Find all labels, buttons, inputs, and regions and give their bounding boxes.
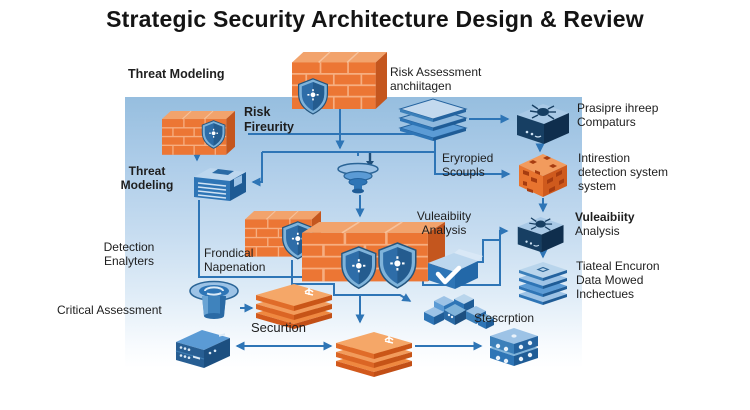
label-risk-assessment: Risk Assessment anchiitagen	[390, 65, 482, 93]
firewall-left-icon	[161, 110, 236, 156]
malware-bug-box-icon	[517, 216, 565, 253]
label-critical-assessment: Critical Assessment	[57, 303, 162, 317]
label-intrusion-detection: Intirestion detection system system	[578, 151, 669, 193]
printer-box-icon	[194, 168, 246, 201]
checkmark-box-icon	[428, 249, 483, 289]
page-title: Strategic Security Architecture Design &…	[106, 6, 644, 32]
label-vulnerability-analysis-mid: Vuleaibiity Analysis	[416, 209, 472, 237]
label-prasipre-ihreep: Prasipre ihreep Compaturs	[577, 101, 659, 129]
shield-icon	[340, 246, 377, 290]
server-box-icon	[175, 330, 230, 368]
label-vulnerability-title: Vuleaibiity	[575, 210, 635, 224]
label-stescrption: Stescrption	[474, 311, 535, 325]
label-frondical-napenation: Frondical Napenation	[204, 246, 266, 274]
label-threat-modeling-left: Threat Modeling	[120, 164, 174, 192]
label-tiateal-encuron: Tiateal Encuron Data Mowed Inchectues	[576, 259, 660, 301]
flat-layer-stack-icon	[398, 98, 468, 141]
layered-stack-icon	[519, 262, 567, 305]
label-threat-modeling-top: Threat Modeling	[128, 67, 225, 81]
label-vulnerability-sub: Analysis	[575, 223, 620, 238]
funnel-vortex-icon	[337, 153, 379, 194]
firewall-top-icon	[291, 51, 388, 115]
label-detection-enalyters: Detection Enalyters	[103, 240, 155, 268]
label-risk-fireurity: Risk Fireurity	[244, 105, 295, 134]
malware-bug-box-icon	[516, 103, 570, 145]
bolt-nut-icon	[189, 280, 239, 319]
scattered-blocks-icon	[424, 294, 494, 329]
patterned-cube-icon	[519, 154, 567, 197]
dotted-dice-blocks-icon	[490, 328, 538, 366]
label-securtion: Securtion	[251, 320, 306, 335]
label-eryropied-scoupls: Eryropied Scoupls	[442, 151, 494, 179]
connector-arrows	[192, 107, 548, 351]
stacked-plates-icon	[335, 331, 413, 378]
